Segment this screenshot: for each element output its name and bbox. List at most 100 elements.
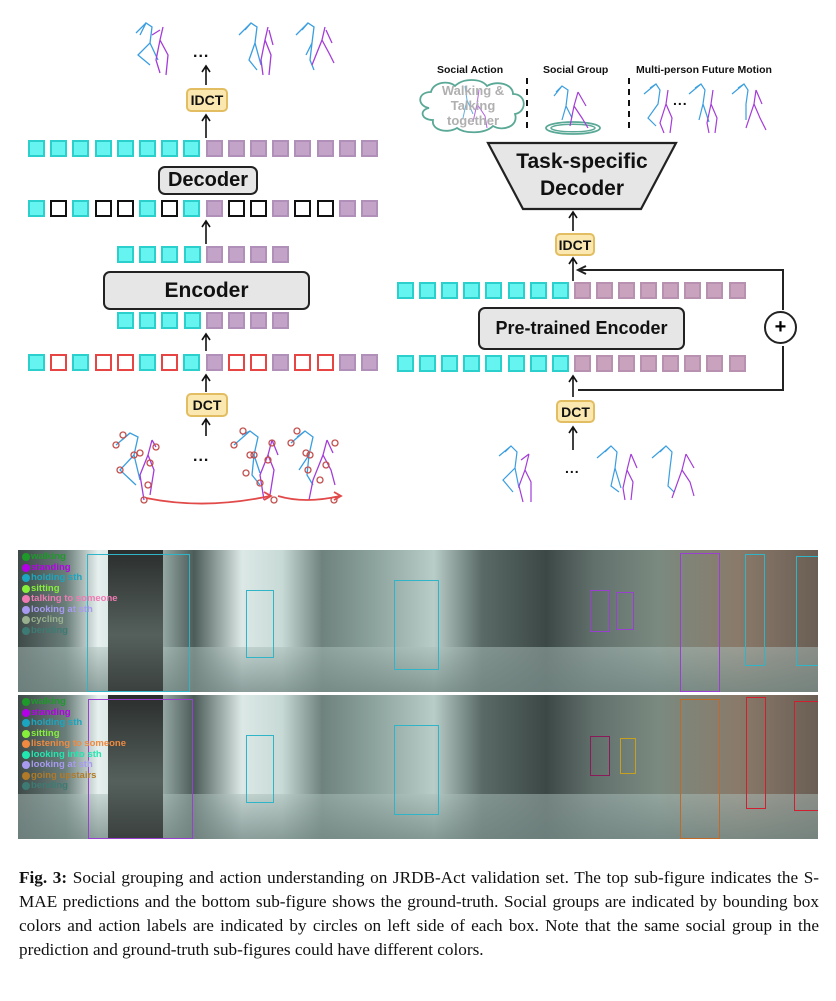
- legend-dot-icon: [22, 729, 30, 738]
- observed-token: [28, 140, 45, 157]
- future-token: [250, 140, 267, 157]
- person-bbox: [796, 556, 818, 666]
- future-token: [205, 354, 223, 371]
- legend-label: standing: [31, 561, 71, 573]
- legend-item: bending: [22, 781, 126, 792]
- legend-item: talking to someone: [22, 594, 118, 605]
- legend-dot-icon: [22, 761, 30, 770]
- future-token: [361, 200, 378, 217]
- observed-token: [72, 354, 90, 371]
- masked-token: [116, 200, 134, 217]
- legend-label: walking: [31, 551, 66, 563]
- legend-item: going upstairs: [22, 770, 126, 782]
- person-bbox: [590, 736, 610, 776]
- observed-token: [139, 200, 156, 217]
- person-bbox: [394, 580, 439, 670]
- observed-token: [529, 282, 547, 299]
- legend-label: sitting: [31, 727, 60, 739]
- observed-token: [161, 140, 179, 157]
- observed-token: [507, 355, 525, 372]
- dashed-divider: [526, 78, 528, 130]
- social-action-cloud-text: Walking & Talking together: [441, 83, 505, 128]
- future-token: [316, 140, 334, 157]
- arrow-up-icon: [568, 210, 578, 231]
- task-specific-decoder-block: [486, 141, 678, 211]
- future-token: [728, 355, 746, 372]
- task-specific-decoder-label-line2: Decoder: [539, 177, 625, 200]
- future-token: [706, 282, 724, 299]
- dct-tag: DCT: [186, 393, 228, 417]
- legend-label: cycling: [31, 614, 64, 626]
- masked-token: [227, 200, 245, 217]
- masked-token: [316, 354, 334, 371]
- person-bbox: [794, 701, 818, 811]
- future-token: [640, 282, 658, 299]
- legend-dot-icon: [22, 740, 30, 749]
- legend-label: walking: [31, 696, 66, 708]
- masked-token: [50, 200, 68, 217]
- person-bbox: [616, 592, 634, 630]
- person-bbox: [590, 590, 610, 632]
- legend-dot-icon: [22, 616, 30, 625]
- observed-token: [463, 355, 481, 372]
- legend-label: bending: [31, 624, 68, 636]
- observed-token: [28, 354, 45, 371]
- input-skeletons: [498, 445, 695, 503]
- future-token: [662, 282, 680, 299]
- ellipsis: ...: [565, 460, 580, 476]
- masked-token: [250, 354, 267, 371]
- caption-text: Social grouping and action understanding…: [19, 868, 820, 959]
- masked-token: [161, 354, 179, 371]
- observed-token: [397, 355, 414, 372]
- idct-tag: IDCT: [186, 88, 228, 112]
- observed-token: [485, 282, 503, 299]
- dct-tag: DCT: [556, 400, 595, 423]
- observed-token: [28, 200, 45, 217]
- observed-token: [183, 312, 201, 329]
- task-specific-decoder-label-line1: Task-specific: [516, 150, 648, 173]
- arrow-up-icon: [201, 64, 211, 85]
- observed-token: [161, 312, 179, 329]
- output-skeletons: [135, 22, 335, 76]
- masked-token: [161, 200, 179, 217]
- future-token: [227, 140, 245, 157]
- legend-dot-icon: [22, 750, 30, 759]
- future-motion-skeletons: [643, 83, 767, 134]
- future-token: [250, 312, 268, 329]
- future-token: [205, 140, 223, 157]
- masked-token: [94, 354, 112, 371]
- observed-token: [507, 282, 525, 299]
- arrow-up-icon: [568, 374, 578, 397]
- arrow-up-icon: [201, 332, 211, 351]
- legend-label: talking to someone: [31, 593, 118, 605]
- legend-label: holding sth: [31, 572, 83, 584]
- future-token: [595, 355, 613, 372]
- legend-item: walking: [22, 552, 118, 563]
- observed-token: [139, 312, 157, 329]
- legend-label: looking at sth: [31, 603, 93, 615]
- observed-token: [183, 354, 201, 371]
- observed-token: [72, 140, 90, 157]
- arrow-up-icon: [201, 417, 211, 436]
- future-token: [684, 355, 702, 372]
- observed-token: [139, 140, 156, 157]
- legend-item: looking at sth: [22, 760, 126, 771]
- legend-dot-icon: [22, 563, 30, 572]
- future-token: [338, 354, 356, 371]
- future-token: [595, 282, 613, 299]
- future-token: [294, 140, 312, 157]
- observed-token: [529, 355, 547, 372]
- observed-token: [463, 282, 481, 299]
- observed-token: [485, 355, 503, 372]
- figure-label: Fig. 3:: [19, 868, 68, 887]
- future-token: [250, 246, 268, 263]
- observed-token: [419, 282, 437, 299]
- future-token: [361, 140, 378, 157]
- future-token: [272, 354, 290, 371]
- arrow-up-icon: [201, 113, 211, 138]
- future-token: [272, 200, 290, 217]
- observed-token: [397, 282, 414, 299]
- input-skeletons: [112, 427, 339, 504]
- figure-caption: Fig. 3: Social grouping and action under…: [19, 866, 819, 962]
- future-token: [272, 246, 290, 263]
